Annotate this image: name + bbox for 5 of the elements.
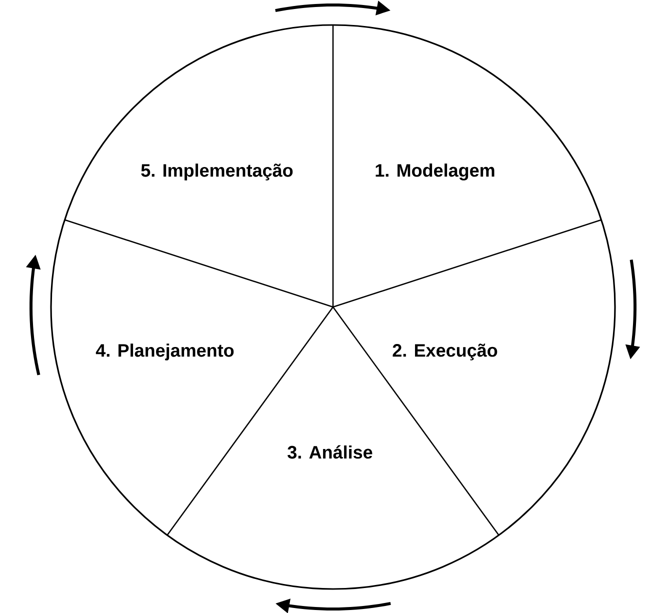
sector-label: 4. Planejamento [96,344,234,360]
sector-label: 5. Implementação [141,164,293,180]
sector-label: 1. Modelagem [376,164,494,180]
sector-label: 3. Análise [288,445,372,459]
sector-label: 2. Execução [392,344,498,360]
